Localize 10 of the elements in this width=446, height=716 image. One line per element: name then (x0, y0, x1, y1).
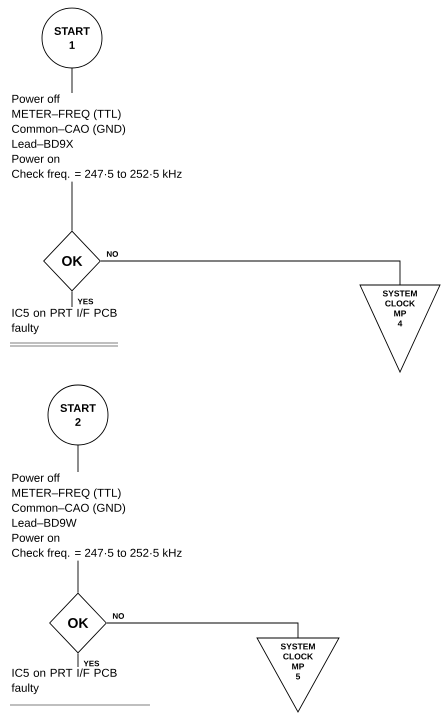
edge-label: NO (112, 613, 124, 619)
edge-label: YES (84, 660, 100, 666)
result-text: IC5 on PRT I/F PCB faulty (12, 668, 117, 694)
edge-label: NO (106, 251, 118, 257)
connector-line (100, 260, 400, 286)
instruction-text: Power off METER–FREQ (TTL) Common–CAO (GND) Lead–BD9X Power on Check freq. = 247·5 to 252·5 kHz (12, 94, 182, 180)
edge-label: YES (78, 298, 94, 304)
connector-line (106, 622, 298, 638)
result-text: IC5 on PRT I/F PCB faulty (12, 308, 117, 334)
instruction-text: Power off METER–FREQ (TTL) Common–CAO (GND) Lead–BD9W Power on Check freq. = 247·5 to 252·5 kHz (12, 473, 182, 560)
